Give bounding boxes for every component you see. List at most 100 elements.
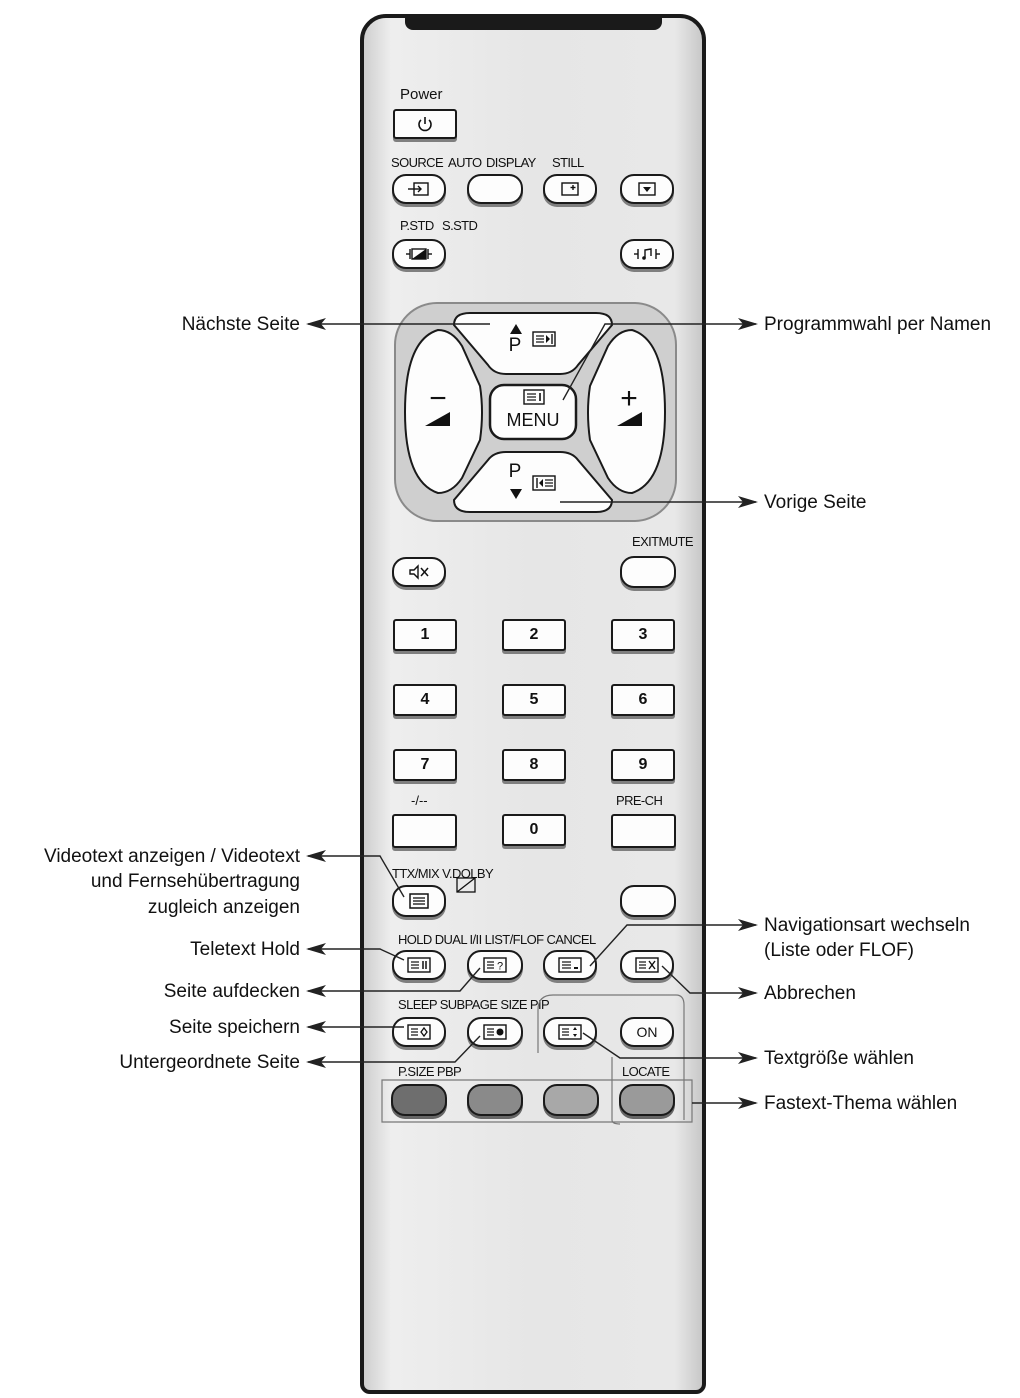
teletext-next-icon bbox=[532, 331, 556, 347]
callout-teletext-hold: Teletext Hold bbox=[190, 939, 300, 960]
reveal-button[interactable]: ? bbox=[467, 950, 523, 980]
channel-down-label: P bbox=[508, 461, 522, 482]
callout-fastext: Fastext-Thema wählen bbox=[764, 1093, 958, 1114]
power-label: Power bbox=[400, 86, 443, 103]
hold-row-labels: HOLD DUAL I/II LIST/FLOF CANCEL bbox=[398, 932, 596, 947]
volume-plus-label: + bbox=[620, 382, 638, 415]
callout-videotext-l2: und Fernsehübertragung bbox=[90, 871, 300, 892]
teletext-subpage-icon bbox=[483, 1024, 507, 1040]
blue-button[interactable] bbox=[619, 1084, 675, 1116]
callout-videotext-l1: Videotext anzeigen / Videotext bbox=[44, 846, 300, 867]
volume-down-wedge-icon bbox=[425, 412, 450, 426]
teletext-hold-icon bbox=[407, 957, 431, 973]
callout-programmwahl: Programmwahl per Namen bbox=[764, 314, 992, 335]
digit-8-button[interactable]: 8 bbox=[502, 749, 566, 781]
blank-button[interactable] bbox=[620, 885, 676, 917]
hold-button[interactable] bbox=[392, 950, 446, 980]
volume-up-wedge-icon bbox=[617, 412, 642, 426]
arrow-down-icon bbox=[510, 489, 522, 499]
ir-window bbox=[405, 14, 662, 30]
leader-videotext bbox=[306, 850, 405, 898]
sstd-label: S.STD bbox=[442, 218, 478, 233]
ttx-mix-label: TTX/MIX V.DOLBY bbox=[392, 866, 494, 881]
prech-button[interactable] bbox=[611, 814, 676, 848]
digit-4-button[interactable]: 4 bbox=[393, 684, 457, 716]
mute-icon bbox=[409, 564, 429, 580]
menu-button[interactable] bbox=[488, 383, 578, 441]
volume-up-button[interactable] bbox=[587, 328, 667, 495]
digit-6-button[interactable]: 6 bbox=[611, 684, 675, 716]
leader-untergeordnete bbox=[306, 1035, 481, 1068]
leader-programmwahl bbox=[562, 318, 758, 401]
sleep-button[interactable] bbox=[392, 1017, 446, 1047]
digit-2-button[interactable]: 2 bbox=[502, 619, 566, 651]
arrow-up-icon bbox=[510, 324, 522, 334]
leader-abbrechen bbox=[661, 965, 758, 999]
callout-untergeordnete: Untergeordnete Seite bbox=[119, 1052, 300, 1073]
volume-minus-label: − bbox=[429, 382, 447, 415]
callout-navigation-l2: (Liste oder FLOF) bbox=[764, 940, 914, 961]
dash-label: -/-- bbox=[411, 793, 428, 808]
teletext-index-icon bbox=[523, 389, 545, 405]
callout-vorige-seite: Vorige Seite bbox=[764, 492, 867, 513]
source-icon bbox=[408, 182, 429, 196]
teletext-store-icon bbox=[407, 1024, 431, 1040]
color-buttons-group-outline bbox=[381, 1079, 693, 1123]
volume-down-button[interactable] bbox=[403, 328, 483, 495]
dash-button[interactable] bbox=[392, 814, 457, 848]
exitmute-label: EXITMUTE bbox=[632, 534, 694, 549]
power-button[interactable] bbox=[393, 109, 457, 139]
svg-text:?: ? bbox=[497, 961, 503, 973]
power-icon bbox=[418, 117, 432, 132]
callout-seite-speichern: Seite speichern bbox=[169, 1017, 300, 1038]
sleep-row-labels: SLEEP SUBPAGE SIZE PIP bbox=[398, 997, 550, 1012]
picture-mode-icon bbox=[406, 248, 432, 260]
mute-button[interactable] bbox=[392, 557, 446, 587]
leader-navigation bbox=[589, 919, 758, 967]
still-label: STILL bbox=[552, 155, 584, 170]
leader-seite-aufdecken bbox=[306, 967, 481, 997]
menu-label: MENU bbox=[506, 410, 560, 430]
green-button[interactable] bbox=[467, 1084, 523, 1116]
on-button[interactable]: ON bbox=[620, 1017, 674, 1047]
channel-up-label: P bbox=[508, 335, 522, 356]
digit-0-button[interactable]: 0 bbox=[502, 814, 566, 846]
pstd-label: P.STD bbox=[400, 218, 434, 233]
size-group-outline bbox=[537, 994, 685, 1120]
sound-mode-button[interactable] bbox=[620, 239, 674, 269]
display-button[interactable] bbox=[543, 174, 597, 204]
still-button[interactable] bbox=[620, 174, 674, 204]
yellow-button[interactable] bbox=[543, 1084, 599, 1116]
source-button[interactable] bbox=[392, 174, 446, 204]
digit-1-button[interactable]: 1 bbox=[393, 619, 457, 651]
teletext-prev-icon bbox=[532, 475, 556, 491]
source-label: SOURCE bbox=[391, 155, 444, 170]
callout-naechste-seite: Nächste Seite bbox=[181, 314, 300, 335]
prech-label: PRE-CH bbox=[616, 793, 663, 808]
digit-7-button[interactable]: 7 bbox=[393, 749, 457, 781]
digit-3-button[interactable]: 3 bbox=[611, 619, 675, 651]
list-flof-button[interactable] bbox=[543, 950, 597, 980]
cancel-button[interactable] bbox=[620, 950, 674, 980]
auto-label: AUTO bbox=[448, 155, 482, 170]
exit-button[interactable] bbox=[620, 556, 676, 588]
callout-seite-aufdecken: Seite aufdecken bbox=[163, 981, 300, 1002]
callout-abbrechen: Abbrechen bbox=[764, 983, 856, 1004]
digit-9-button[interactable]: 9 bbox=[611, 749, 675, 781]
red-button[interactable] bbox=[391, 1084, 447, 1116]
auto-button[interactable] bbox=[467, 174, 523, 204]
psize-pbp-label: P.SIZE PBP bbox=[398, 1064, 462, 1079]
locate-group-outline bbox=[611, 1057, 621, 1125]
callout-textgroesse: Textgröße wählen bbox=[764, 1048, 914, 1069]
size-button[interactable] bbox=[543, 1017, 597, 1047]
picture-mode-button[interactable] bbox=[392, 239, 446, 269]
digit-5-button[interactable]: 5 bbox=[502, 684, 566, 716]
callout-navigation-l1: Navigationsart wechseln bbox=[764, 915, 970, 936]
leader-teletext-hold bbox=[306, 943, 405, 961]
mix-icon bbox=[456, 877, 476, 893]
ttx-mix-button[interactable] bbox=[392, 885, 446, 917]
subpage-button[interactable] bbox=[467, 1017, 523, 1047]
